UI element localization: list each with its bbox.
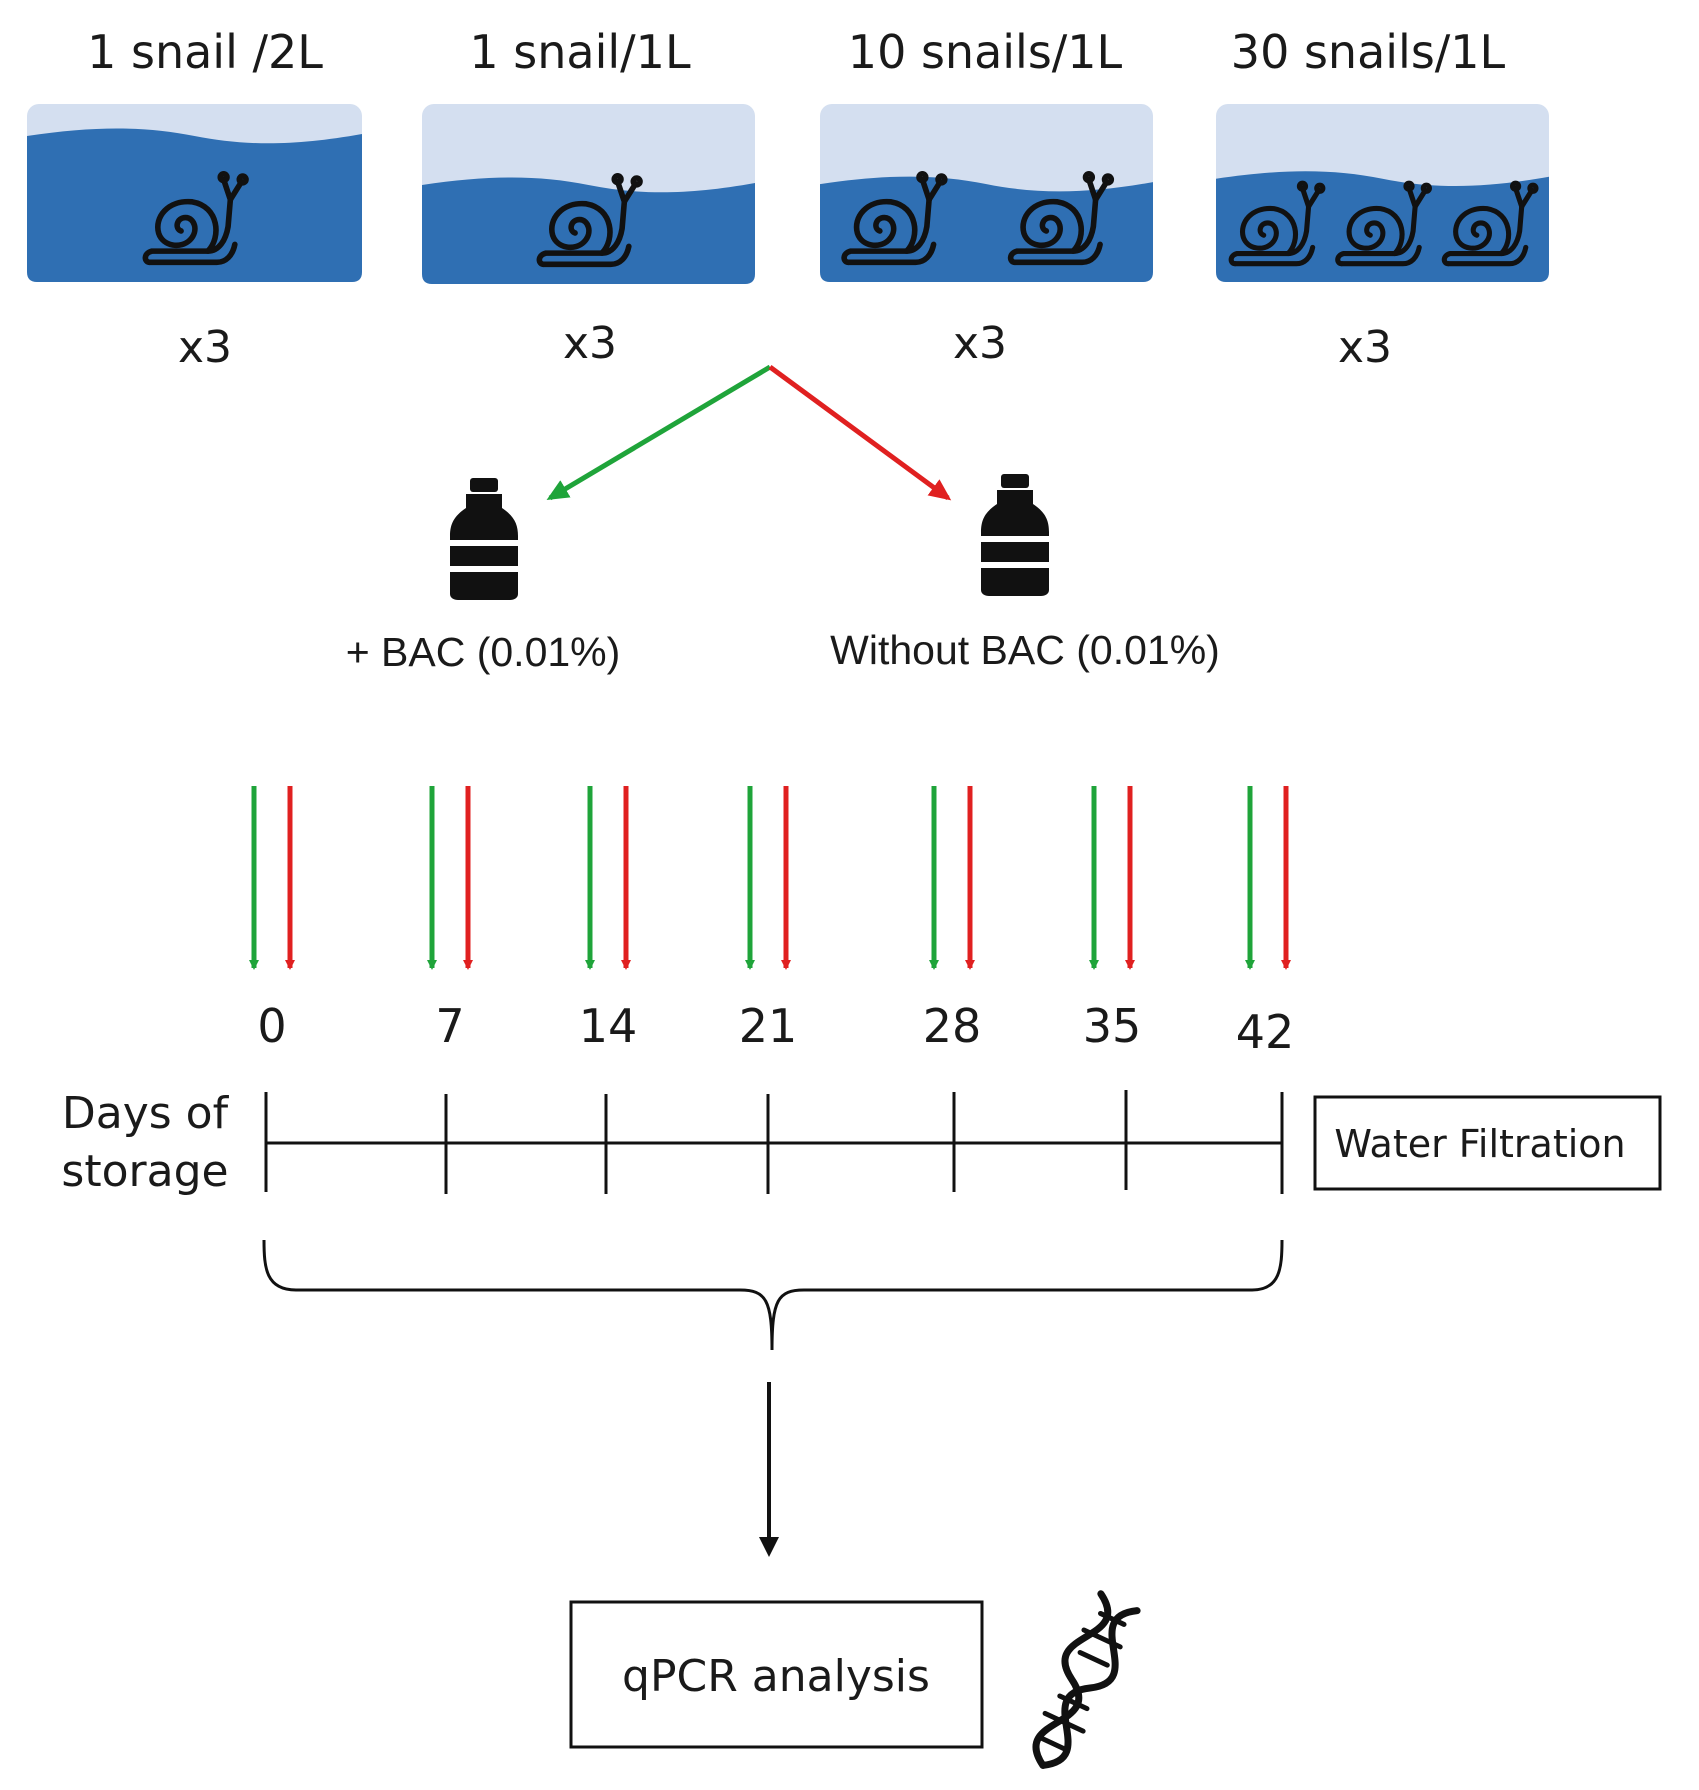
replicate-label-4: x3 [1338, 322, 1392, 373]
day-label: 14 [579, 999, 638, 1053]
arrow-to-without-bac [768, 364, 952, 501]
arrow-to-with-bac [546, 364, 772, 501]
tank-row [27, 104, 1549, 284]
tank-2 [422, 104, 755, 284]
tank-water [820, 176, 1153, 282]
tank-4 [1216, 104, 1549, 282]
tank-water [27, 128, 362, 282]
timeline-axis-label-line2: storage [61, 1146, 228, 1197]
bottle-icon [450, 478, 518, 600]
day-label: 7 [435, 999, 464, 1053]
day-label: 21 [739, 999, 798, 1053]
day-label: 35 [1083, 999, 1142, 1053]
treatment-label-1: 1 snail /2L [87, 25, 323, 79]
timeline-axis [264, 1090, 1284, 1194]
tank-3 [820, 104, 1153, 282]
treatment-label-2: 1 snail/1L [469, 25, 691, 79]
replicate-label-3: x3 [953, 318, 1007, 369]
dna-icon [1032, 1590, 1141, 1769]
treatment-label-3: 10 snails/1L [848, 25, 1123, 79]
qpcr-box [569, 1600, 984, 1749]
timeline-brace [262, 1239, 1284, 1351]
water-filtration-box [1313, 1095, 1662, 1191]
replicate-label-1: x3 [178, 322, 232, 373]
water-filtration-label: Water Filtration [1334, 1122, 1625, 1166]
bottle-icon [981, 474, 1049, 596]
qpcr-label: qPCR analysis [622, 1651, 930, 1702]
treatment-label-4: 30 snails/1L [1231, 25, 1506, 79]
sampling-arrows [249, 786, 1291, 970]
day-label: 28 [923, 999, 982, 1053]
replicate-label-2: x3 [563, 318, 617, 369]
without-bac-label: Without BAC (0.01%) [830, 627, 1220, 673]
tank-1 [27, 104, 362, 282]
day-label: 42 [1236, 1005, 1295, 1059]
with-bac-label: + BAC (0.01%) [346, 629, 621, 675]
day-label: 0 [257, 999, 286, 1053]
timeline-axis-label-line1: Days of [62, 1088, 230, 1139]
